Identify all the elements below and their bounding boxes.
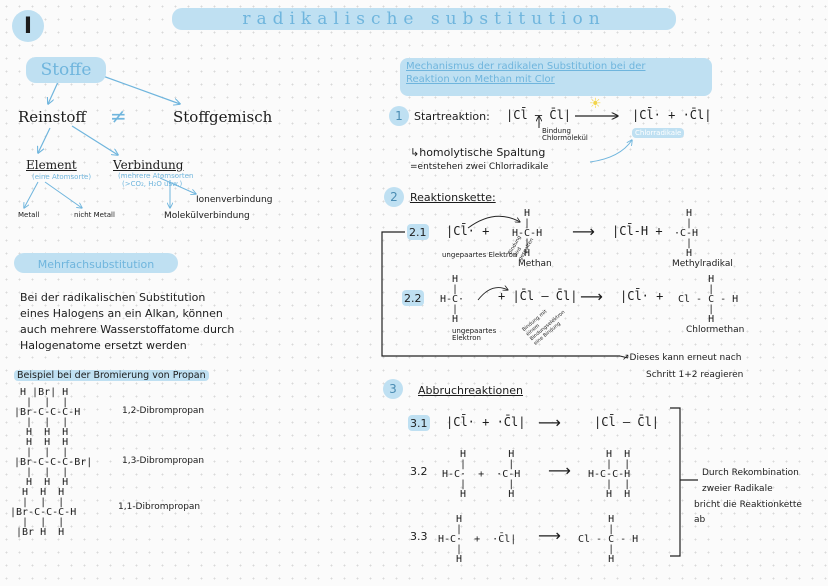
r33-left: H | H-C· + ·C̄l| | H [438, 514, 517, 565]
reinstoff-label: Reinstoff [18, 108, 87, 126]
r22-number: 2.2 [404, 292, 422, 305]
r21-highlight [407, 224, 429, 240]
methylradikal-label: Methylradikal [672, 259, 733, 269]
paragraph-line-2: eines Halogens an ein Alkan, können [20, 307, 223, 320]
mehrfach-title: Mehrfachsubstitution [37, 258, 155, 271]
r21-right: |Cl̄-H + [612, 224, 663, 238]
molecule-dibrompropan-13: H H H | | | |Br-C-C-C-Br| | | | H H H [14, 437, 93, 488]
mechanism-title-box: Mechanismus der radikalen Substitution b… [400, 58, 712, 96]
r31-right: |Cl̄ – C̄l| [594, 415, 660, 429]
page-title-banner: radikalische substitution [172, 8, 676, 30]
page-title: radikalische substitution [242, 9, 606, 29]
paragraph-line-4: Halogenatome ersetzt werden [20, 339, 187, 352]
chlormethan-label: Chlormethan [686, 325, 745, 335]
molekuelverbindung-label: Molekülverbindung [164, 211, 250, 221]
ionenverbindung-label: Ionenverbindung [196, 195, 273, 205]
step-1-number: 1 [395, 109, 403, 123]
r33-right: H | Cl - C - H | H [578, 514, 639, 565]
section-number: I [23, 13, 33, 39]
paragraph-line-3: auch mehrere Wasserstoffatome durch [20, 323, 235, 336]
r33-number: 3.3 [410, 530, 428, 543]
nicht-metall-label: nicht Metall [74, 211, 115, 219]
r32-number: 3.2 [410, 465, 428, 478]
element-note: (eine Atomsorte) [32, 173, 92, 181]
r31-highlight [408, 415, 430, 431]
r22-methyl-molecule: H | H-C· | H [440, 274, 465, 325]
verbindung-label: Verbindung [113, 158, 184, 172]
sun-icon: ☀ [589, 96, 602, 112]
not-equal-sign: ≠ [110, 104, 127, 128]
step-3-badge: 3 [383, 379, 403, 399]
step-2-number: 2 [390, 190, 398, 204]
name-12-dibrompropan: 1,2-Dibrompropan [122, 406, 205, 416]
r22-chlormethan-molecule: H | Cl - C - H | H [678, 274, 739, 325]
section-number-badge: I [12, 10, 44, 42]
rekombination-line-2: zweier Radikale [702, 484, 773, 494]
chlorradikale-label: Chlorradikale [632, 128, 685, 138]
step-1-product: |Cl̄· + ·C̄l| [632, 108, 712, 122]
elektron-note-2: ungepaartes Elektron [452, 327, 497, 342]
entstehen-text: =entstehen zwei Chlorradikale [410, 162, 549, 172]
step-1-reactant: |Cl̄ – C̄l| [506, 108, 572, 122]
mehrfach-title-box: Mehrfachsubstitution [14, 253, 178, 273]
dieses-text-1: ↗Dieses kann erneut nach [622, 353, 742, 363]
rekombination-line-3: bricht die Reaktionkette [694, 500, 802, 510]
r21-number: 2.1 [409, 226, 427, 239]
r21-methan-molecule: H | H-C-H | H [512, 208, 543, 259]
stoffe-label: Stoffe [40, 60, 92, 80]
methan-label: Methan [518, 259, 552, 269]
r32-left: H H | | H-C· + ·C-H | | H H [442, 449, 521, 500]
stoffe-box: Stoffe [26, 57, 106, 83]
dieses-text-2: Schritt 1+2 reagieren [646, 370, 744, 380]
step-3-number: 3 [389, 382, 397, 396]
r22-highlight [402, 290, 424, 306]
name-11-dibrompropan: 1,1-Dibrompropan [118, 502, 201, 512]
r22-right: |Cl̄· + [620, 289, 664, 303]
beispiel-heading: Beispiel bei der Bromierung von Propan [14, 370, 209, 381]
rekombination-line-4: ab [694, 515, 706, 525]
homolytisch-text: ↳homolytische Spaltung [410, 146, 546, 159]
mechanism-title-2: Reaktion von Methan mit Clor [406, 74, 555, 85]
element-label: Element [26, 158, 77, 172]
elektron-note: ungepaartes Elektron [442, 251, 518, 259]
step-3-label: Abbruchreaktionen [418, 384, 523, 397]
molecule-dibrompropan-11: H H H | | | |Br-C-C-C-H | | | |Br H H [10, 487, 77, 538]
r31-left: |Cl̄· + ·C̄l| [446, 415, 526, 429]
metall-label: Metall [18, 211, 40, 219]
r21-arrow: ⟶ [572, 222, 595, 241]
mechanism-title-1: Mechanismus der radikalen Substitution b… [406, 61, 646, 72]
r21-left: |Cl̄· + [446, 224, 490, 238]
r21-methyl-molecule: H | ·C-H | H [674, 208, 699, 259]
step-2-label: Reaktionskette: [410, 191, 496, 204]
bindung-note-2: Chlormolekül [542, 134, 588, 142]
verbindung-note-1: (mehrere Atomsorten [118, 172, 194, 180]
r22-arrow: ⟶ [580, 287, 603, 306]
r32-right: H H | | H-C-C-H | | H H [588, 449, 631, 500]
molecule-dibrompropan-12: H |Br| H | | | |Br-C-C-C-H | | | H H H [14, 387, 81, 438]
step-1-label: Startreaktion: [414, 110, 490, 123]
step-1-badge: 1 [389, 106, 409, 126]
name-13-dibrompropan: 1,3-Dibrompropan [122, 456, 205, 466]
r31-number: 3.1 [410, 417, 428, 430]
step-2-badge: 2 [384, 187, 404, 207]
r31-arrow: ⟶ [538, 413, 561, 432]
rekombination-line-1: Durch Rekombination [702, 468, 799, 478]
bindung-note-1: Bindung [542, 127, 571, 135]
r32-arrow: ⟶ [548, 461, 571, 480]
verbindung-note-2: (>CO₂, H₂O usw.) [122, 180, 183, 188]
stoffgemisch-label: Stoffgemisch [173, 108, 273, 126]
r22-middle: + |C̄l – C̄l| [498, 289, 578, 303]
paragraph-line-1: Bei der radikalischen Substitution [20, 291, 206, 304]
r33-arrow: ⟶ [538, 526, 561, 545]
